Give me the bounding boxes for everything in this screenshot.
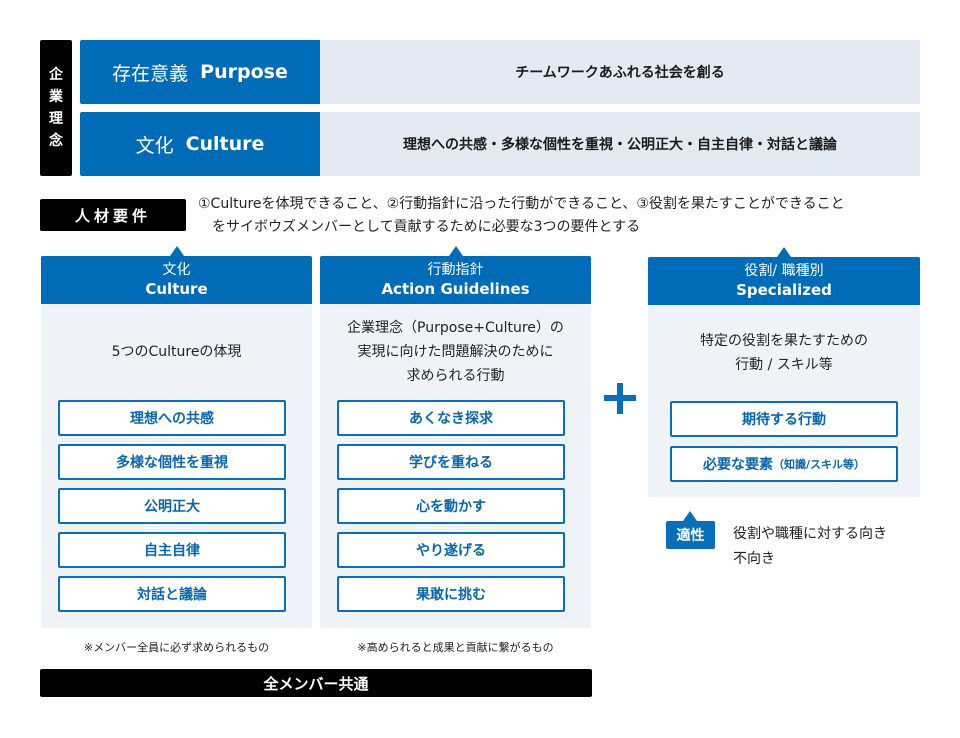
arrow-up-icon [777, 247, 791, 257]
guideline-item: やり遂げる [337, 532, 565, 568]
all-members-common-bar: 全メンバー共通 [40, 669, 592, 697]
action-guidelines-header: 行動指針 Action Guidelines [320, 246, 591, 304]
guideline-item: 心を動かす [337, 488, 565, 524]
culture-item: 理想への共感 [58, 400, 286, 436]
purpose-label-en: Purpose [200, 61, 288, 83]
item-label: 必要な要素 [702, 457, 773, 473]
culture-label: 文化 Culture [80, 112, 320, 176]
description-line: 行動 / スキル等 [735, 357, 833, 373]
guideline-item: 学びを重ねる [337, 444, 565, 480]
culture-row: 文化 Culture 理想への共感・多様な個性を重視・公明正大・自主自律・対話と… [80, 112, 920, 176]
column-description: 5つのCultureの体現 [41, 304, 312, 400]
specialized-item: 必要な要素（知識/スキル等） [670, 446, 898, 482]
column-description: 特定の役割を果たすための 行動 / スキル等 [648, 305, 920, 401]
aptitude-line-1: 役割や職種に対する向き [733, 526, 887, 542]
description-text: 5つのCultureの体現 [111, 344, 242, 360]
plus-icon [617, 383, 623, 414]
culture-label-jp: 文化 [135, 134, 174, 157]
description-line: 特定の役割を果たすための [700, 333, 868, 349]
description-line: 求められる行動 [406, 368, 505, 384]
description-line: 企業理念（Purpose+Culture）の [347, 320, 564, 336]
requirements-line-1: ①Cultureを体現できること、②行動指針に沿った行動ができること、③役割を果… [198, 196, 845, 212]
column-title-en: Culture [145, 280, 208, 298]
arrow-up-icon [683, 511, 697, 521]
guideline-item: あくなき探求 [337, 400, 565, 436]
purpose-value: チームワークあふれる社会を創る [320, 40, 920, 104]
arrow-up-icon [169, 246, 184, 256]
specialized-column: 役割/ 職種別 Specialized 特定の役割を果たすための 行動 / スキ… [648, 247, 920, 497]
item-sublabel: （知識/スキル等） [772, 458, 866, 471]
specialized-item: 期待する行動 [670, 401, 898, 437]
label-char: 企 [49, 67, 63, 83]
arrow-up-icon [448, 246, 463, 256]
requirements-text: ①Cultureを体現できること、②行動指針に沿った行動ができること、③役割を果… [198, 193, 928, 239]
aptitude-badge: 適性 [666, 511, 715, 549]
column-title-jp: 文化 [162, 262, 191, 278]
column-title-jp: 行動指針 [427, 262, 484, 278]
label-char: 理 [49, 111, 63, 127]
column-title-en: Action Guidelines [381, 280, 530, 298]
description-line: 実現に向けた問題解決のために [357, 344, 554, 360]
aptitude-line-2: 不向き [733, 551, 775, 567]
culture-column-header: 文化 Culture [41, 246, 312, 304]
label-char: 業 [49, 89, 63, 105]
item-label: 期待する行動 [742, 412, 826, 428]
culture-item: 自主自律 [58, 532, 286, 568]
specialized-header: 役割/ 職種別 Specialized [648, 247, 920, 305]
column-title-en: Specialized [736, 281, 832, 299]
requirements-line-2: をサイボウズメンバーとして貢献するために必要な3つの要件とする [212, 219, 641, 235]
label-char: 念 [49, 133, 63, 149]
culture-item: 公明正大 [58, 488, 286, 524]
purpose-row: 存在意義 Purpose チームワークあふれる社会を創る [80, 40, 920, 104]
purpose-label-jp: 存在意義 [112, 62, 189, 85]
guidelines-note: ※高められると成果と貢献に繋がるもの [357, 641, 554, 654]
culture-item: 対話と議論 [58, 576, 286, 612]
culture-column: 文化 Culture 5つのCultureの体現 理想への共感 多様な個性を重視… [41, 246, 312, 628]
guideline-item: 果敢に挑む [337, 576, 565, 612]
culture-item: 多様な個性を重視 [58, 444, 286, 480]
culture-note: ※メンバー全員に必ず求められるもの [83, 641, 270, 654]
aptitude-text: 役割や職種に対する向き 不向き [733, 522, 923, 572]
culture-label-en: Culture [185, 133, 265, 155]
requirements-badge: 人材要件 [40, 199, 186, 231]
corporate-philosophy-label: 企 業 理 念 [40, 40, 72, 176]
culture-value: 理想への共感・多様な個性を重視・公明正大・自主自律・対話と議論 [320, 112, 920, 176]
column-description: 企業理念（Purpose+Culture）の 実現に向けた問題解決のために 求め… [320, 304, 591, 400]
action-guidelines-column: 行動指針 Action Guidelines 企業理念（Purpose+Cult… [320, 246, 591, 628]
column-title-jp: 役割/ 職種別 [744, 263, 824, 279]
aptitude-badge-label: 適性 [676, 528, 705, 544]
purpose-label: 存在意義 Purpose [80, 40, 320, 104]
